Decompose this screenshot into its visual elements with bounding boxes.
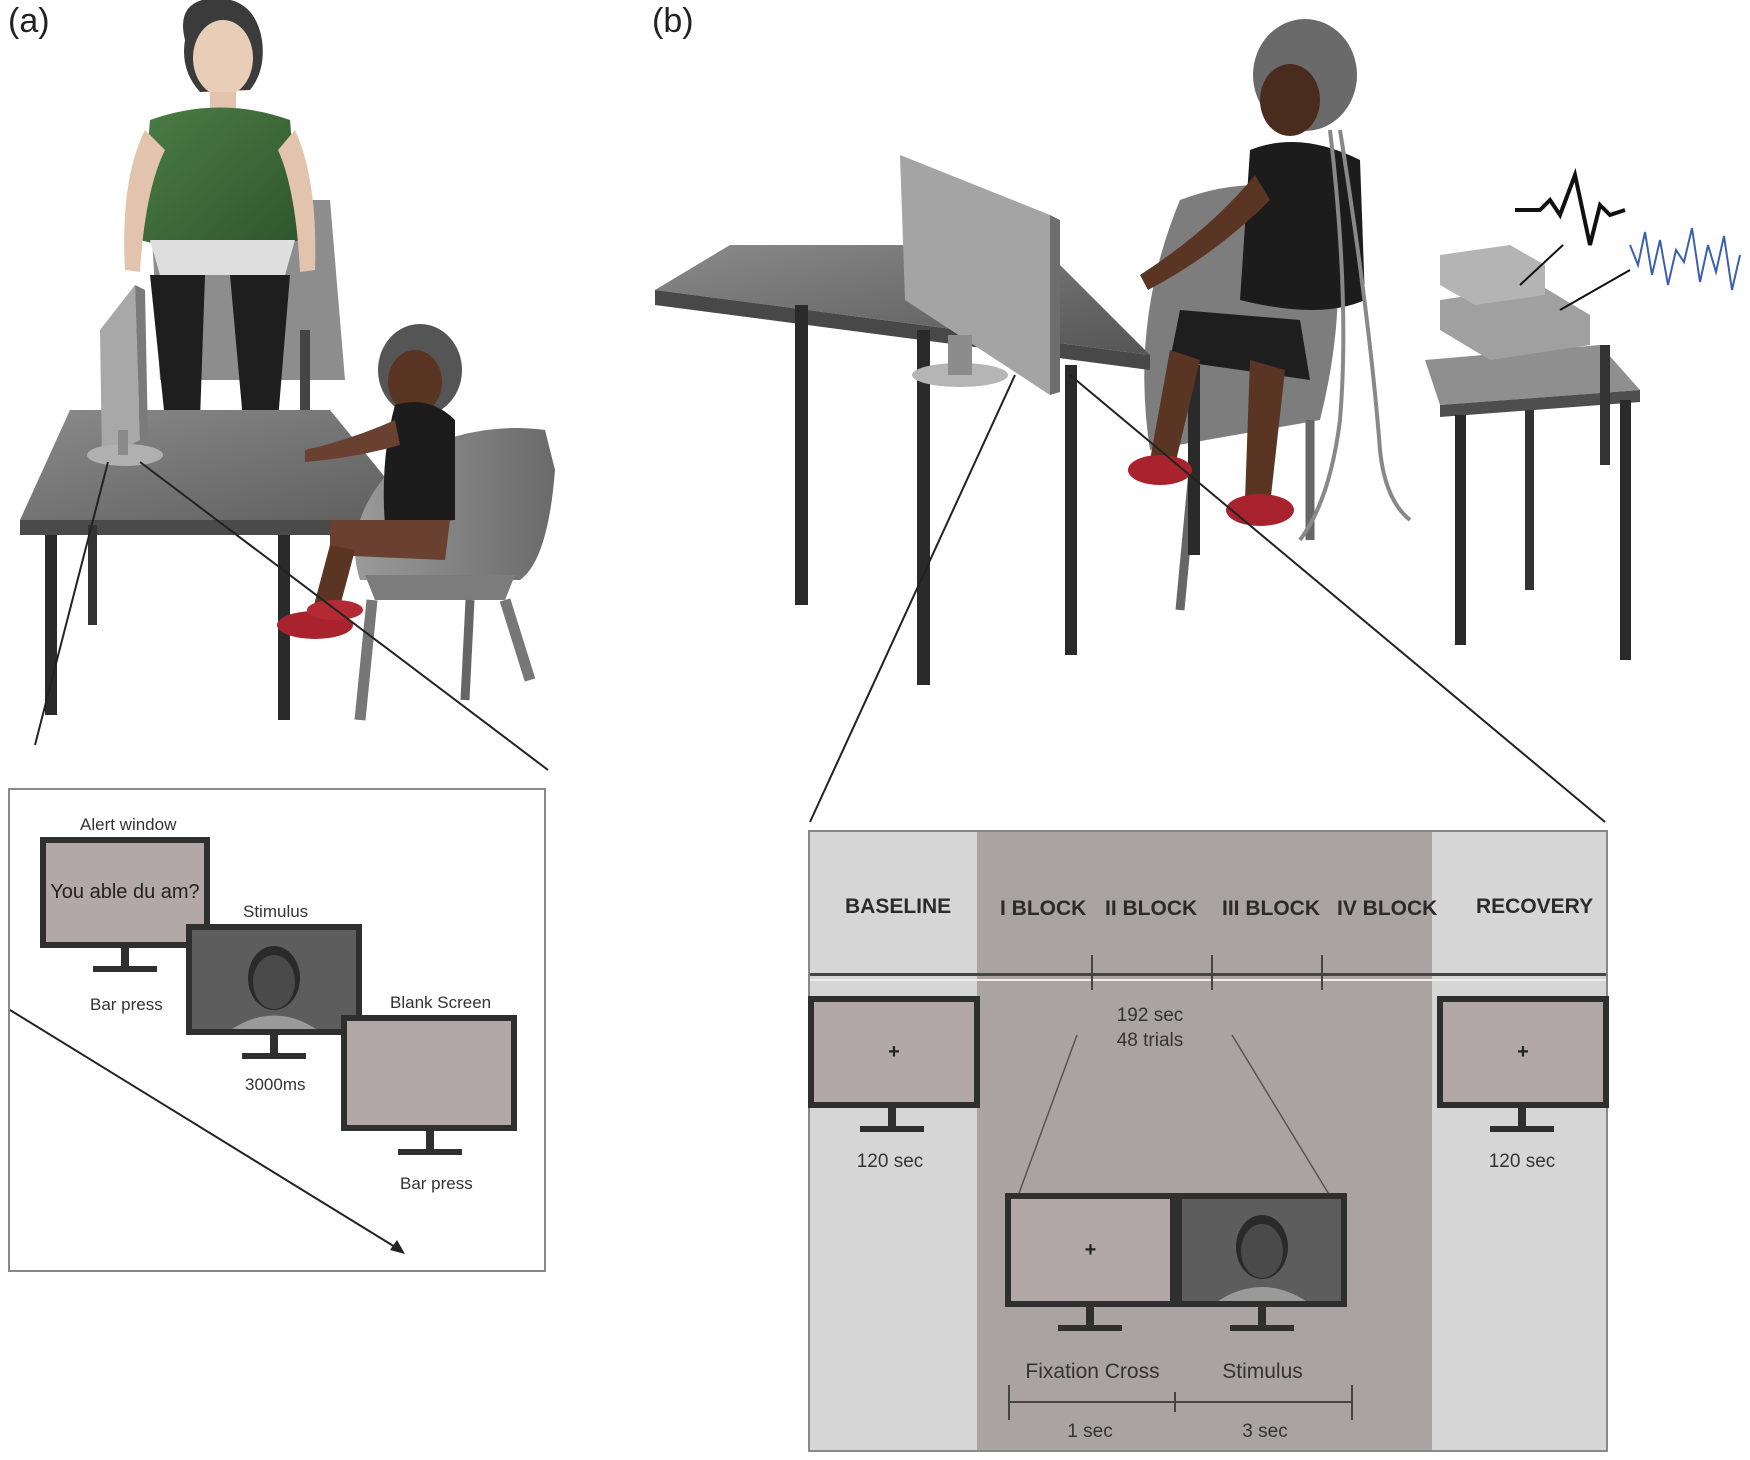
phase-baseline: BASELINE xyxy=(845,895,952,918)
blank-monitor-stand xyxy=(398,1129,462,1155)
equipment-table xyxy=(1425,245,1640,660)
stimulus-trial-duration: 3 sec xyxy=(1242,1421,1288,1442)
timeline-axis xyxy=(810,973,1606,976)
monitor-b xyxy=(900,155,1060,395)
recovery-monitor-screen: + xyxy=(1437,996,1609,1108)
panel-a-label: (a) xyxy=(8,2,50,40)
trial-stimulus-screen xyxy=(1176,1193,1347,1307)
adult-figure xyxy=(124,0,316,420)
alert-monitor-screen: You able du am? xyxy=(40,837,210,948)
eda-signal-icon xyxy=(1629,227,1741,291)
stimulus-duration: 3000ms xyxy=(245,1075,306,1094)
baseline-fixation-cross: + xyxy=(888,1040,900,1063)
baseline-monitor-screen: + xyxy=(808,996,980,1108)
participant-figure xyxy=(1128,19,1412,542)
phase-block-3: III BLOCK xyxy=(1222,897,1320,920)
alert-window-title: Alert window xyxy=(80,815,177,834)
blank-screen-title: Blank Screen xyxy=(390,993,492,1012)
blank-monitor-screen xyxy=(341,1015,517,1131)
stimulus-label: Stimulus xyxy=(1222,1360,1303,1383)
phase-recovery: RECOVERY xyxy=(1476,895,1594,918)
recovery-duration: 120 sec xyxy=(1488,1151,1556,1172)
recovery-fixation-cross: + xyxy=(1517,1040,1529,1063)
trial-fixation-screen: + xyxy=(1005,1193,1176,1307)
trial-fixation-stand xyxy=(1058,1305,1122,1331)
alert-text: You able du am? xyxy=(50,881,200,903)
face-photo xyxy=(232,946,316,1029)
block-trials: 48 trials xyxy=(1116,1030,1184,1051)
phase-block-1: I BLOCK xyxy=(1000,897,1087,920)
panel-b-scene xyxy=(655,19,1741,823)
timeline-axis-shadow xyxy=(810,979,1606,981)
alert-monitor-stand xyxy=(93,946,157,972)
child-figure xyxy=(277,324,462,639)
panel-a-timeline-arrow xyxy=(9,1009,405,1254)
trial-face-photo xyxy=(1218,1215,1306,1301)
block-duration: 192 sec xyxy=(1116,1005,1184,1026)
baseline-duration: 120 sec xyxy=(856,1151,924,1172)
phase-block-2: II BLOCK xyxy=(1105,897,1198,920)
stimulus-monitor-stand xyxy=(242,1033,306,1059)
blank-response: Bar press xyxy=(400,1174,473,1193)
blocks-region xyxy=(977,832,1432,1450)
fixation-label: Fixation Cross xyxy=(1025,1360,1160,1383)
stimulus-title: Stimulus xyxy=(243,902,309,921)
panel-b-label: (b) xyxy=(652,2,694,40)
recovery-monitor-stand xyxy=(1490,1106,1554,1132)
fixation-duration: 1 sec xyxy=(1067,1421,1113,1442)
stimulus-monitor-screen xyxy=(186,924,362,1035)
monitor-a xyxy=(87,285,163,466)
baseline-monitor-stand xyxy=(860,1106,924,1132)
trial-stimulus-stand xyxy=(1230,1305,1294,1331)
phase-block-4: IV BLOCK xyxy=(1337,897,1438,920)
panel-a-scene xyxy=(20,0,555,771)
alert-response: Bar press xyxy=(90,995,163,1014)
ecg-signal-icon xyxy=(1515,167,1626,246)
trial-fixation-cross: + xyxy=(1084,1238,1097,1261)
